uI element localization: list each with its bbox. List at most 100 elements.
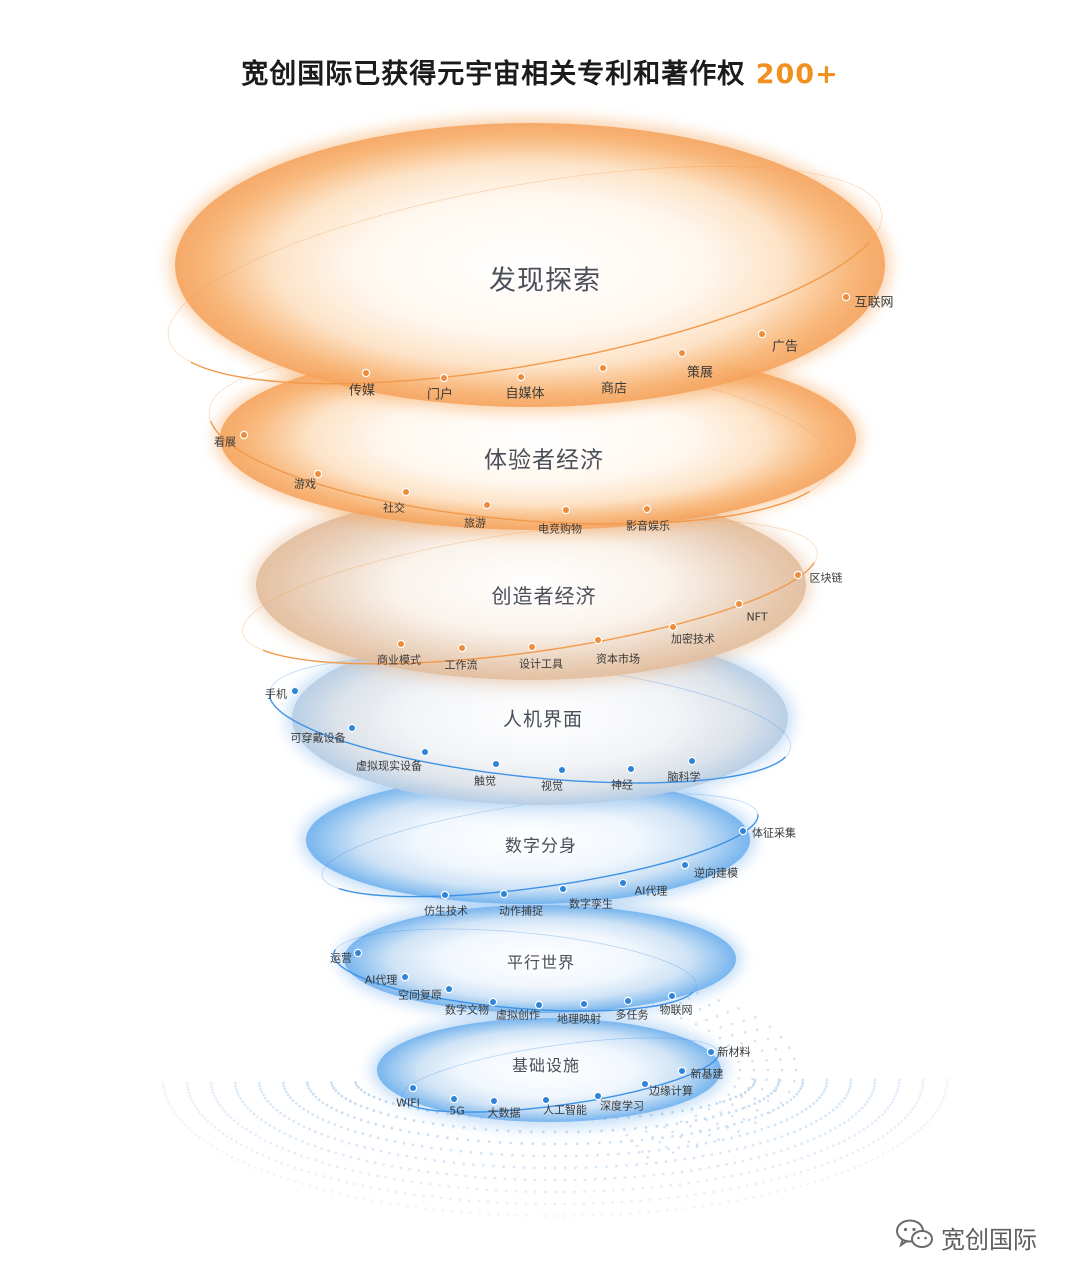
watermark-text: 宽创国际 bbox=[941, 1226, 1037, 1254]
base-dot bbox=[500, 1153, 504, 1156]
base-dot bbox=[776, 1190, 780, 1194]
base-dot bbox=[831, 1144, 835, 1148]
base-dot bbox=[272, 1105, 275, 1109]
base-dot bbox=[252, 1112, 256, 1116]
base-dot bbox=[763, 1167, 767, 1171]
base-dot bbox=[645, 1162, 648, 1166]
base-dot bbox=[273, 1159, 277, 1162]
base-dot bbox=[175, 1114, 179, 1118]
base-dot bbox=[206, 1120, 210, 1123]
base-dot bbox=[753, 1102, 756, 1105]
base-dot bbox=[513, 1177, 517, 1181]
base-dot bbox=[822, 1090, 826, 1094]
base-dot bbox=[390, 1164, 394, 1168]
base-dot bbox=[328, 1163, 332, 1166]
layer-item-label: 深度学习 bbox=[600, 1099, 644, 1113]
base-dot bbox=[194, 1132, 198, 1136]
base-dot bbox=[354, 1102, 357, 1105]
base-dot bbox=[915, 1101, 919, 1104]
base-dot bbox=[919, 1091, 923, 1095]
base-dot bbox=[676, 1195, 680, 1199]
base-dot bbox=[757, 1155, 761, 1159]
base-dot bbox=[254, 1166, 257, 1170]
base-dot bbox=[733, 1161, 737, 1165]
base-dot bbox=[359, 1088, 363, 1092]
base-dot bbox=[891, 1147, 895, 1151]
base-dot bbox=[731, 1033, 734, 1037]
base-dot bbox=[248, 1163, 251, 1167]
base-dot bbox=[283, 1132, 287, 1135]
base-dot bbox=[262, 1093, 265, 1097]
base-dot bbox=[401, 1179, 405, 1182]
base-dot bbox=[692, 1156, 696, 1160]
base-dot bbox=[719, 1111, 722, 1114]
base-dot bbox=[346, 1128, 350, 1131]
base-dot bbox=[450, 1209, 454, 1213]
base-dot bbox=[806, 1168, 810, 1172]
base-dot bbox=[733, 1085, 737, 1088]
base-dot bbox=[485, 1188, 489, 1192]
base-dot bbox=[466, 1186, 469, 1190]
base-dot bbox=[574, 1166, 577, 1170]
base-dot bbox=[233, 1119, 236, 1122]
base-dot bbox=[353, 1182, 356, 1186]
base-dot bbox=[679, 1016, 683, 1020]
base-dot bbox=[484, 1128, 488, 1131]
base-dot bbox=[575, 1142, 579, 1146]
base-dot bbox=[800, 1156, 804, 1160]
base-dot bbox=[493, 1176, 497, 1180]
base-dot bbox=[325, 1103, 329, 1107]
base-dot bbox=[916, 1129, 920, 1133]
base-dot bbox=[594, 1165, 598, 1169]
base-dot bbox=[279, 1175, 283, 1179]
base-dot bbox=[234, 1140, 238, 1144]
base-dot bbox=[867, 1097, 871, 1101]
base-dot bbox=[622, 1128, 626, 1131]
base-dot bbox=[707, 1107, 711, 1111]
base-dot bbox=[897, 1078, 901, 1082]
base-dot bbox=[239, 1097, 243, 1101]
layer-item-label: 人工智能 bbox=[543, 1103, 587, 1117]
base-dot bbox=[307, 1087, 311, 1090]
base-dot-field bbox=[161, 977, 949, 1218]
base-dot bbox=[620, 1200, 624, 1204]
base-dot bbox=[509, 1141, 513, 1145]
base-dot bbox=[656, 1209, 660, 1213]
base-dot bbox=[321, 1118, 325, 1122]
base-dot bbox=[191, 1101, 195, 1104]
base-dot bbox=[170, 1107, 174, 1111]
base-dot bbox=[479, 1151, 483, 1155]
base-dot bbox=[260, 1168, 263, 1172]
base-dot bbox=[619, 1140, 623, 1144]
base-dot bbox=[178, 1117, 181, 1121]
base-dot bbox=[314, 1095, 318, 1099]
base-dot bbox=[399, 1128, 402, 1132]
base-dot bbox=[361, 1132, 365, 1136]
base-dot bbox=[190, 1098, 193, 1101]
base-dot bbox=[873, 1078, 877, 1082]
base-dot bbox=[407, 1130, 411, 1134]
base-dot bbox=[612, 1189, 616, 1192]
base-dot bbox=[722, 1100, 726, 1103]
layer-item-label: WIFI bbox=[396, 1096, 420, 1110]
base-dot bbox=[800, 1084, 804, 1088]
base-dot bbox=[245, 1146, 248, 1149]
base-dot bbox=[893, 1126, 897, 1129]
base-dot bbox=[340, 1139, 344, 1143]
base-dot bbox=[494, 1189, 498, 1192]
base-dot bbox=[372, 1109, 376, 1112]
base-dot bbox=[602, 1189, 606, 1193]
base-dot bbox=[859, 1163, 862, 1167]
base-dot bbox=[689, 1169, 693, 1172]
base-dot bbox=[452, 1161, 456, 1165]
base-dot bbox=[819, 1117, 823, 1120]
base-dot bbox=[161, 1081, 165, 1085]
base-dot bbox=[167, 1101, 171, 1105]
base-dot bbox=[340, 1125, 343, 1129]
base-dot bbox=[701, 1154, 705, 1158]
base-dot bbox=[765, 1078, 768, 1081]
base-dot bbox=[862, 1146, 865, 1149]
base-dot bbox=[353, 1130, 357, 1133]
base-dot bbox=[766, 1094, 770, 1098]
base-dot bbox=[374, 1122, 378, 1126]
